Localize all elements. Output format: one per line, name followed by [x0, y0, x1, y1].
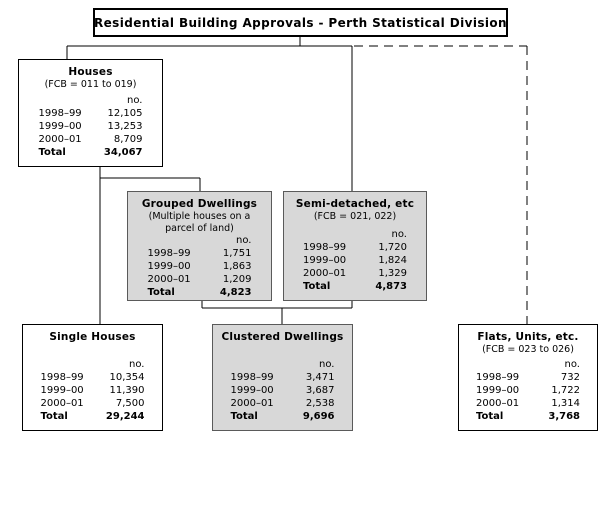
value-label: 13,253: [107, 121, 143, 132]
value-label: 1,751: [222, 248, 252, 259]
total-label: Total: [303, 281, 331, 292]
year-label: 1998–99: [476, 372, 520, 383]
node-header: Flats, Units, etc. (FCB = 023 to 026): [465, 331, 591, 356]
year-label: 2000–01: [303, 268, 347, 279]
total-label: Total: [476, 411, 504, 422]
total-value: 9,696: [302, 411, 335, 422]
year-label: 1999–00: [476, 385, 520, 396]
total-value: 4,823: [219, 287, 252, 298]
value-label: 12,105: [107, 108, 143, 119]
year-label: 1999–00: [303, 255, 347, 266]
year-label: 1999–00: [230, 385, 274, 396]
value-label: 1,209: [222, 274, 252, 285]
node-header: Single Houses: [29, 331, 156, 343]
total-label: Total: [230, 411, 258, 422]
node-header: Semi-detached, etc (FCB = 021, 022): [290, 198, 420, 223]
node-data: no. 1998–99 3,471 1999–00 3,687 2000–01 …: [231, 358, 335, 423]
node-data: no. 1998–99 1,751 1999–00 1,863 2000–01 …: [148, 234, 252, 299]
value-label: 1,329: [378, 268, 407, 279]
year-label: 1998–99: [40, 372, 84, 383]
year-label: 1998–99: [147, 248, 191, 259]
value-label: 1,722: [551, 385, 580, 396]
node-title: Clustered Dwellings: [221, 331, 344, 343]
node-title: Single Houses: [49, 331, 136, 343]
value-label: 1,863: [222, 261, 252, 272]
diagram-title-box: Residential Building Approvals - Perth S…: [93, 8, 508, 37]
node-header: Grouped Dwellings (Multiple houses on a …: [134, 198, 265, 234]
value-label: 732: [560, 372, 580, 383]
node-grouped-dwellings: Grouped Dwellings (Multiple houses on a …: [127, 191, 272, 301]
node-header: Houses (FCB = 011 to 019): [25, 66, 156, 91]
unit-label: no.: [391, 229, 407, 240]
unit-label: no.: [564, 359, 580, 370]
node-subtitle: (FCB = 023 to 026): [482, 344, 574, 355]
value-label: 10,354: [109, 372, 145, 383]
year-label: 2000–01: [147, 274, 191, 285]
total-value: 4,873: [375, 281, 407, 292]
node-subtitle: (FCB = 011 to 019): [44, 79, 137, 90]
value-label: 1,314: [551, 398, 580, 409]
node-single-houses: Single Houses no. 1998–99 10,354 1999–00…: [22, 324, 163, 431]
node-data: no. 1998–99 10,354 1999–00 11,390 2000–0…: [41, 358, 145, 423]
node-data: no. 1998–99 1,720 1999–00 1,824 2000–01 …: [303, 228, 407, 293]
node-header: Clustered Dwellings: [219, 331, 346, 343]
total-value: 29,244: [105, 411, 145, 422]
value-label: 1,824: [378, 255, 407, 266]
total-label: Total: [40, 411, 68, 422]
total-value: 34,067: [103, 147, 143, 158]
node-flats-units: Flats, Units, etc. (FCB = 023 to 026) no…: [458, 324, 598, 431]
year-label: 1998–99: [303, 242, 347, 253]
value-label: 8,709: [113, 134, 143, 145]
value-label: 3,687: [305, 385, 335, 396]
node-data: no. 1998–99 732 1999–00 1,722 2000–01 1,…: [476, 358, 580, 423]
unit-label: no.: [127, 95, 143, 106]
year-label: 2000–01: [38, 134, 82, 145]
year-label: 1999–00: [40, 385, 84, 396]
value-label: 1,720: [378, 242, 407, 253]
node-clustered-dwellings: Clustered Dwellings no. 1998–99 3,471 19…: [212, 324, 353, 431]
year-label: 2000–01: [230, 398, 274, 409]
node-houses: Houses (FCB = 011 to 019) no. 1998–99 12…: [18, 59, 163, 167]
total-value: 3,768: [548, 411, 580, 422]
node-title: Grouped Dwellings: [141, 198, 258, 210]
year-label: 1999–00: [147, 261, 191, 272]
node-subtitle: (Multiple houses on a parcel of land): [148, 211, 251, 234]
node-title: Flats, Units, etc.: [477, 331, 579, 343]
year-label: 2000–01: [40, 398, 84, 409]
value-label: 2,538: [305, 398, 335, 409]
unit-label: no.: [319, 359, 335, 370]
year-label: 1998–99: [230, 372, 274, 383]
node-subtitle: (FCB = 021, 022): [313, 211, 397, 222]
unit-label: no.: [129, 359, 145, 370]
year-label: 1999–00: [38, 121, 82, 132]
year-label: 2000–01: [476, 398, 520, 409]
value-label: 7,500: [115, 398, 145, 409]
diagram-title: Residential Building Approvals - Perth S…: [94, 15, 507, 30]
unit-label: no.: [236, 235, 252, 246]
total-label: Total: [38, 147, 66, 158]
node-data: no. 1998–99 12,105 1999–00 13,253 2000–0…: [39, 94, 143, 159]
value-label: 3,471: [305, 372, 335, 383]
node-title: Semi-detached, etc: [295, 198, 415, 210]
value-label: 11,390: [109, 385, 145, 396]
total-label: Total: [147, 287, 175, 298]
node-title: Houses: [68, 66, 113, 78]
node-semi-detached: Semi-detached, etc (FCB = 021, 022) no. …: [283, 191, 427, 301]
year-label: 1998–99: [38, 108, 82, 119]
